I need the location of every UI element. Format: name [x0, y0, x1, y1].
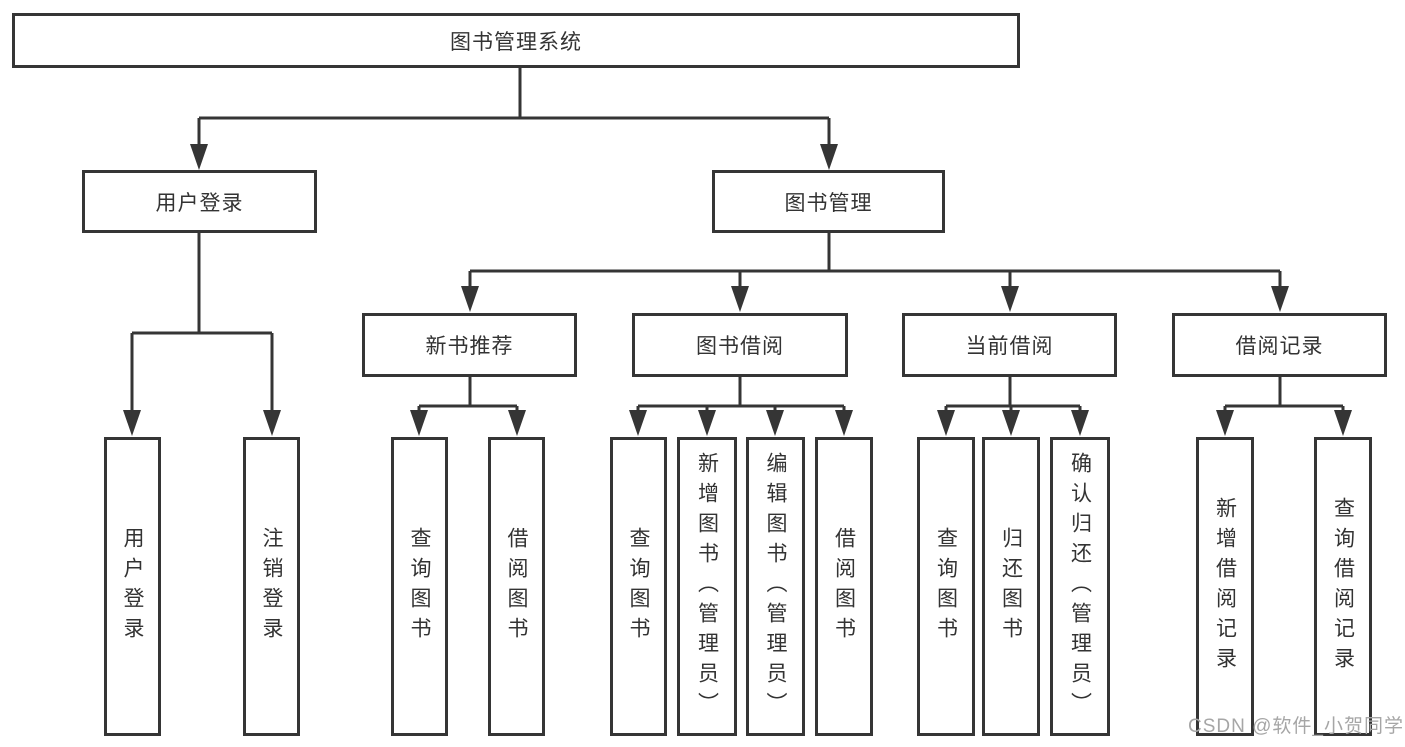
node-user-login: 用户登录 [82, 170, 317, 233]
node-book-management: 图书管理 [712, 170, 945, 233]
leaf-add-book-admin-label: 新增图书（管理员） [695, 451, 719, 722]
leaf-recommend-borrow-book-label: 借阅图书 [505, 526, 528, 647]
leaf-confirm-return-admin-label: 确认归还（管理员） [1068, 451, 1092, 722]
node-borrowing-records: 借阅记录 [1172, 313, 1387, 377]
leaf-recommend-borrow-book: 借阅图书 [488, 437, 545, 736]
node-borrowing-records-label: 借阅记录 [1235, 335, 1324, 358]
node-new-book-recommend: 新书推荐 [362, 313, 577, 377]
node-root-label: 图书管理系统 [450, 30, 582, 54]
leaf-borrowing-query-book-label: 查询图书 [627, 526, 650, 647]
node-book-borrowing: 图书借阅 [632, 313, 848, 377]
leaf-borrowing-borrow-book: 借阅图书 [815, 437, 873, 736]
node-current-borrowing-label: 当前借阅 [965, 335, 1054, 358]
leaf-current-query-book: 查询图书 [917, 437, 975, 736]
leaf-logout-label: 注销登录 [260, 526, 283, 647]
leaf-user-login: 用户登录 [104, 437, 161, 736]
leaf-add-borrow-record: 新增借阅记录 [1196, 437, 1254, 736]
leaf-recommend-query-book-label: 查询图书 [408, 526, 431, 647]
node-root: 图书管理系统 [12, 13, 1020, 68]
leaf-add-borrow-record-label: 新增借阅记录 [1213, 496, 1237, 677]
leaf-query-borrow-record: 查询借阅记录 [1314, 437, 1372, 736]
leaf-edit-book-admin-label: 编辑图书（管理员） [764, 451, 787, 722]
csdn-watermark: CSDN @软件_小贺同学 [1188, 716, 1404, 737]
leaf-confirm-return-admin: 确认归还（管理员） [1050, 437, 1110, 736]
leaf-user-login-label: 用户登录 [121, 526, 144, 647]
leaf-logout: 注销登录 [243, 437, 300, 736]
leaf-current-query-book-label: 查询图书 [934, 526, 958, 647]
leaf-query-borrow-record-label: 查询借阅记录 [1331, 496, 1355, 677]
node-current-borrowing: 当前借阅 [902, 313, 1117, 377]
node-new-book-recommend-label: 新书推荐 [425, 335, 514, 358]
leaf-add-book-admin: 新增图书（管理员） [677, 437, 737, 736]
leaf-borrowing-query-book: 查询图书 [610, 437, 667, 736]
leaf-return-book-label: 归还图书 [999, 526, 1023, 647]
leaf-recommend-query-book: 查询图书 [391, 437, 448, 736]
node-user-login-label: 用户登录 [155, 191, 244, 215]
leaf-borrowing-borrow-book-label: 借阅图书 [832, 526, 856, 647]
node-book-borrowing-label: 图书借阅 [696, 335, 784, 358]
connector-arrowheads [123, 144, 1352, 436]
leaf-return-book: 归还图书 [982, 437, 1040, 736]
leaf-edit-book-admin: 编辑图书（管理员） [746, 437, 805, 736]
node-book-management-label: 图书管理 [784, 191, 873, 215]
